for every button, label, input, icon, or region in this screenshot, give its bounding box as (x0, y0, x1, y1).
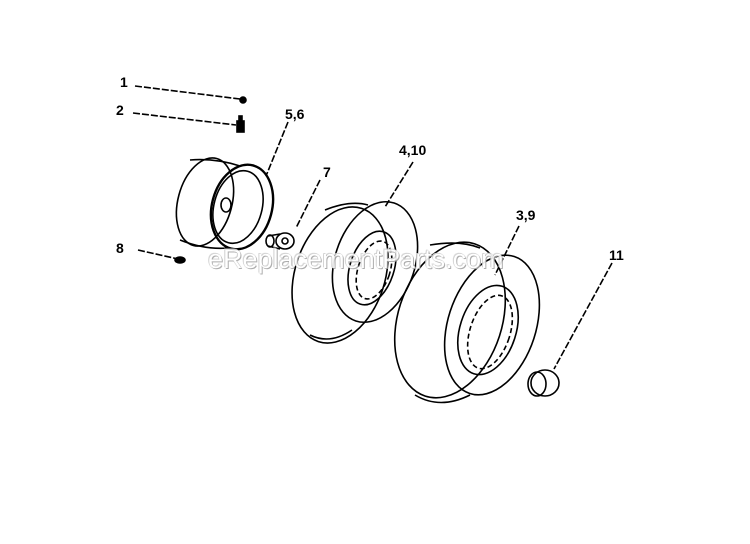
callout-4-10: 4,10 (399, 142, 427, 158)
callout-7: 7 (323, 164, 331, 180)
callout-1: 1 (120, 74, 128, 90)
callout-11: 11 (609, 247, 624, 263)
callout-3-9: 3,9 (516, 207, 536, 223)
callout-2: 2 (116, 102, 124, 118)
leader-1 (134, 85, 241, 100)
callout-5-6: 5,6 (285, 106, 305, 122)
callout-8: 8 (116, 240, 124, 256)
watermark: eReplacementParts.com (208, 244, 504, 274)
leader-2 (132, 112, 237, 126)
